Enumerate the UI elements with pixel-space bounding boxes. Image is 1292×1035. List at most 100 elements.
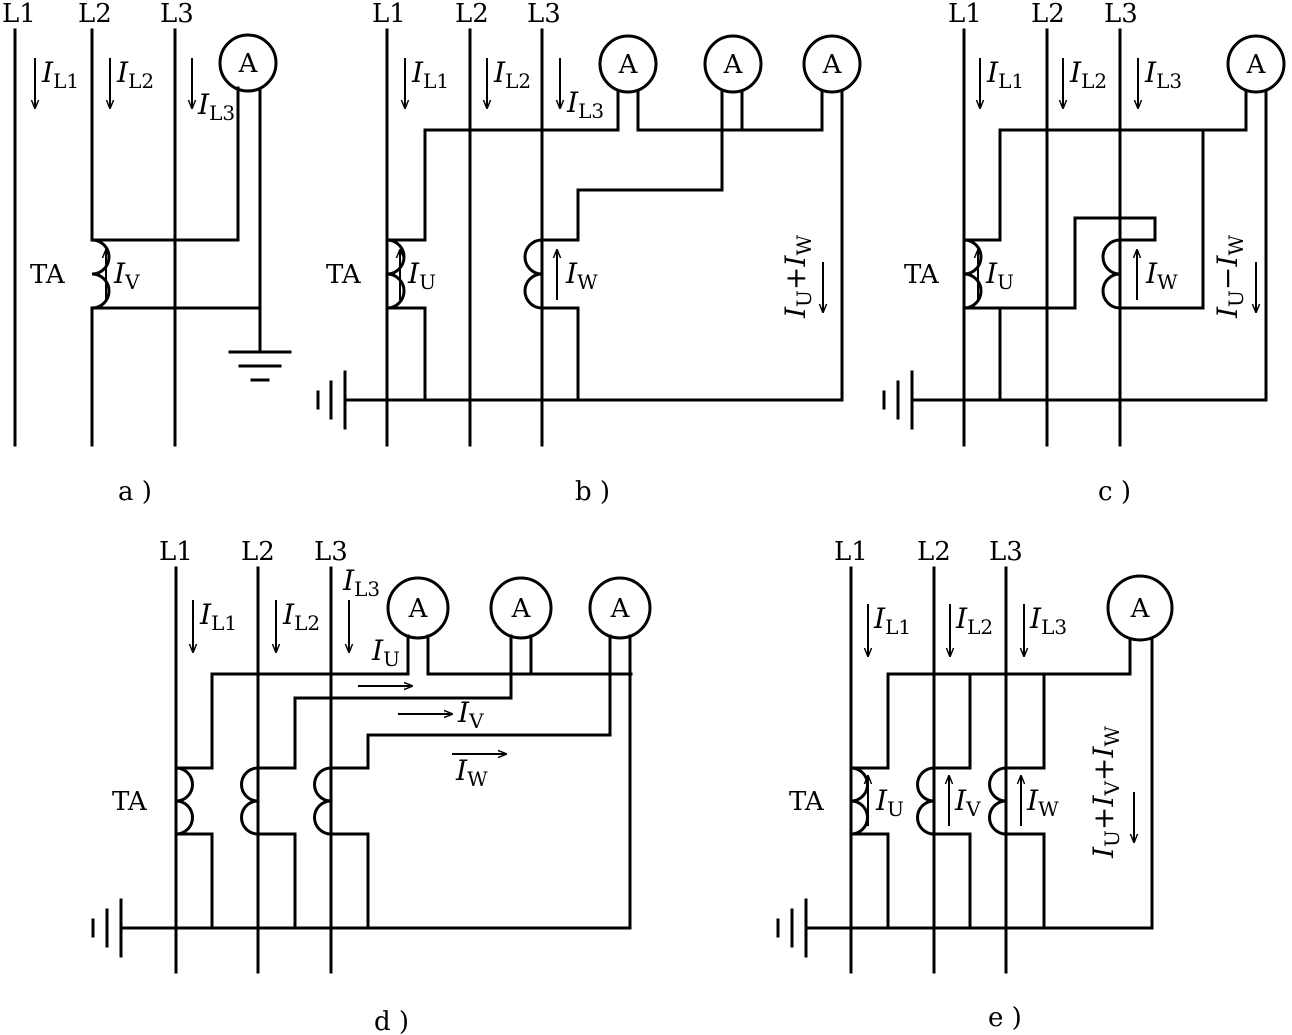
current-label-iv: IV [954, 784, 981, 821]
caption-a: a ) [118, 477, 152, 507]
caption-d: d ) [374, 1007, 409, 1035]
wire [119, 634, 632, 930]
ammeter [588, 576, 652, 640]
phase-label-l1: L1 [372, 0, 406, 29]
ta-label: TA [326, 260, 362, 290]
ammeter [802, 34, 862, 94]
ta-label: TA [30, 260, 66, 290]
phase-label-l1: L1 [948, 0, 982, 29]
ammeter [489, 576, 553, 640]
wire [90, 86, 240, 242]
diagram-d: L1 L2 L3 IL1 IL2 IL3 A A A TA IU IV [91, 537, 652, 1035]
ta-coil [523, 238, 544, 310]
ta-coil [988, 766, 1008, 836]
wire [329, 832, 370, 930]
current-label-il2: IL2 [493, 56, 531, 93]
current-label-iu-plus-iw: IU+IW [779, 235, 816, 319]
current-label-il2: IL2 [116, 56, 154, 93]
phase-label-l3: L3 [1104, 0, 1138, 29]
ta-label: TA [789, 787, 825, 817]
phase-label-l2: L2 [78, 0, 112, 29]
caption-b: b ) [575, 477, 610, 507]
wire [849, 832, 890, 930]
current-label-il1: IL1 [41, 56, 79, 93]
svg-text:A: A [618, 50, 639, 80]
current-label-iu: IU [371, 634, 400, 671]
wire [540, 89, 724, 242]
current-label-il2: IL2 [282, 598, 320, 635]
current-label-il1: IL1 [199, 598, 237, 635]
caption-e: e ) [988, 1003, 1022, 1033]
caption-c: c ) [1098, 477, 1131, 507]
phase-label-l1: L1 [2, 0, 36, 29]
wire [174, 634, 410, 770]
ammeter [703, 34, 763, 94]
wire [804, 637, 1154, 930]
current-label-iw: IW [565, 257, 598, 294]
current-label-iv: IV [113, 257, 140, 294]
ta-coil [385, 238, 406, 310]
svg-text:A: A [1130, 594, 1151, 624]
ammeter [1226, 34, 1286, 94]
wire [1004, 832, 1046, 930]
ta-coil [962, 238, 983, 310]
svg-text:A: A [408, 594, 429, 624]
phase-label-l1: L1 [159, 537, 193, 567]
wire [343, 89, 844, 402]
current-label-il3: IL3 [342, 564, 380, 601]
wire [932, 672, 972, 770]
ta-coil [916, 766, 936, 836]
wire [329, 634, 612, 770]
diagram-e: L1 L2 L3 IL1 IL2 IL3 A TA IU IV IW IU+IV… [776, 537, 1174, 1033]
svg-text:A: A [1246, 50, 1267, 80]
ammeter [386, 576, 450, 640]
phase-label-l2: L2 [455, 0, 489, 29]
ta-coil [849, 766, 869, 836]
wire [256, 832, 297, 930]
ta-label: TA [904, 260, 940, 290]
ammeter [1106, 574, 1174, 642]
wire [385, 89, 620, 242]
current-label-il2: IL2 [955, 602, 993, 639]
ammeter [598, 34, 658, 94]
ta-label: TA [112, 787, 148, 817]
current-label-iu: IU [407, 257, 436, 294]
phase-label-l2: L2 [917, 537, 951, 567]
diagram-b: L1 L2 L3 IL1 IL2 IL3 A A A TA IU IW IU+I… [316, 0, 862, 507]
wire [1118, 128, 1205, 310]
ta-coil [240, 766, 260, 836]
wire [426, 634, 633, 676]
svg-text:A: A [610, 594, 631, 624]
current-label-il3: IL3 [566, 86, 604, 123]
phase-label-l3: L3 [527, 0, 561, 29]
svg-text:A: A [723, 50, 744, 80]
wire [962, 89, 1248, 242]
svg-text:A: A [822, 50, 843, 80]
wire [385, 306, 427, 402]
current-label-il2: IL2 [1069, 56, 1107, 93]
current-label-iv: IV [457, 696, 484, 733]
diagram-a: L1 L2 L3 IL1 IL2 IL3 A TA IV a ) [2, 0, 292, 507]
current-label-iu-minus-iw: IU−IW [1211, 235, 1248, 319]
wire [540, 306, 580, 402]
ta-coil [174, 766, 194, 836]
current-label-il3: IL3 [1029, 602, 1067, 639]
current-label-iw: IW [1026, 784, 1059, 821]
wire [910, 89, 1268, 402]
ammeter-label: A [238, 49, 259, 79]
current-label-il1: IL1 [873, 602, 911, 639]
ta-coil [313, 766, 333, 836]
phase-label-l1: L1 [834, 537, 868, 567]
wire [962, 216, 1157, 310]
current-label-iu: IU [875, 784, 904, 821]
phase-label-l2: L2 [241, 537, 275, 567]
current-label-iw: IW [455, 754, 488, 791]
current-label-il1: IL1 [986, 56, 1024, 93]
current-label-il1: IL1 [411, 56, 449, 93]
wire [256, 634, 513, 770]
current-label-il3: IL3 [197, 88, 235, 125]
diagram-c: L1 L2 L3 IL1 IL2 IL3 A TA IU IW IU−IW c … [882, 0, 1286, 507]
wire [1004, 672, 1046, 770]
current-label-iu-plus-iv-plus-iw: IU+IV+IW [1087, 726, 1124, 859]
